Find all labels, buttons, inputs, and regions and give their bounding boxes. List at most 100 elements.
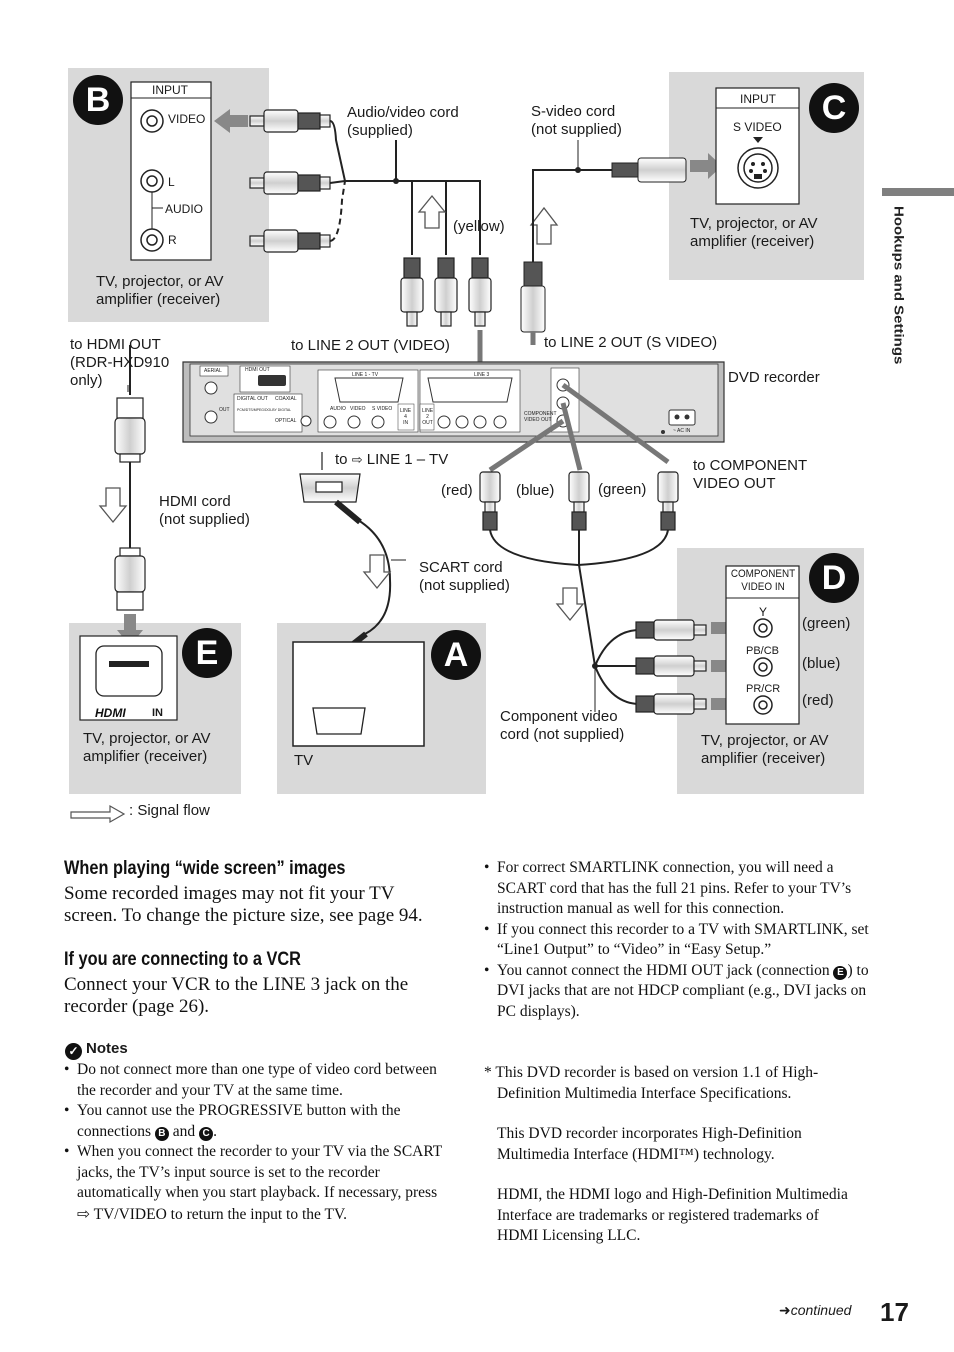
component-cord-label: Component video cord (not supplied) bbox=[500, 708, 625, 743]
continued-arrow-icon: ➜ bbox=[779, 1303, 791, 1319]
panel-b-device-label: TV, projector, or AV amplifier (receiver… bbox=[96, 273, 224, 308]
yellow-label: (yellow) bbox=[453, 218, 505, 235]
panel-a-tv-label: TV bbox=[294, 752, 314, 769]
footnote-2: This DVD recorder incorporates High-Defi… bbox=[497, 1124, 857, 1165]
footnote-1: * This DVD recorder is based on version … bbox=[484, 1063, 877, 1104]
to-line1-label: to ⇨ LINE 1 – TV bbox=[335, 451, 448, 469]
rp-audio-1: AUDIO bbox=[330, 406, 346, 412]
section-tab-label: Hookups and Settings bbox=[891, 206, 906, 365]
rp-pcm: PCM/DTS/MPEG/DOLBY DIGITAL bbox=[237, 408, 292, 412]
connection-badge-a: A bbox=[431, 630, 481, 680]
info-1-text: For correct SMARTLINK connection, you wi… bbox=[497, 859, 852, 917]
panel-b-l-label: L bbox=[168, 175, 175, 189]
panel-b-r-label: R bbox=[168, 233, 177, 247]
footnote-2-text: This DVD recorder incorporates High-Defi… bbox=[497, 1125, 802, 1163]
panel-d-pb-label: PB/CB bbox=[746, 645, 780, 657]
rp-line3: LINE 3 bbox=[474, 372, 490, 378]
panel-d-pr-label: PR/CR bbox=[746, 683, 781, 695]
signal-arrow-c bbox=[690, 153, 722, 179]
rp-ac-in: ~ AC IN bbox=[673, 428, 691, 434]
panel-c-input-title: INPUT bbox=[740, 92, 776, 106]
footnote-3-text: HDMI, the HDMI logo and High-Definition … bbox=[497, 1186, 848, 1244]
notes-heading: ✓Notes bbox=[65, 1040, 128, 1060]
signal-arrow-b bbox=[214, 109, 248, 133]
connection-badge-c: C bbox=[809, 83, 859, 133]
to-component-label: to COMPONENT VIDEO OUT bbox=[693, 457, 808, 492]
to-hdmi-out-label: to HDMI OUT (RDR-HXD910 only) bbox=[70, 336, 170, 389]
rp-component-out: COMPONENT VIDEO OUT bbox=[524, 411, 557, 423]
info-3-text-a: You cannot connect the HDMI OUT jack (co… bbox=[497, 961, 830, 979]
page-number: 17 bbox=[880, 1297, 909, 1327]
rp-out: OUT bbox=[219, 407, 230, 413]
input-select-icon: ⇨ bbox=[77, 1204, 90, 1223]
scart-plug-upper bbox=[299, 473, 362, 525]
rp-line1-tv: LINE 1 - TV bbox=[352, 372, 379, 378]
footnote-1-text: * This DVD recorder is based on version … bbox=[484, 1064, 819, 1102]
component-cord bbox=[489, 529, 669, 705]
panel-b-input-box bbox=[130, 81, 212, 261]
note-2-text-c: . bbox=[213, 1122, 217, 1140]
wide-screen-heading: When playing “wide screen” images bbox=[64, 858, 346, 879]
info-item: If you connect this recorder to a TV wit… bbox=[484, 920, 870, 961]
inline-badge-c: C bbox=[199, 1126, 214, 1141]
panel-d-component-title: COMPONENT VIDEO IN bbox=[730, 568, 796, 593]
rca-plugs-vertical bbox=[400, 257, 492, 327]
panel-a-tv-box bbox=[292, 641, 425, 747]
rca-plugs-b bbox=[249, 109, 331, 253]
section-tab-marker bbox=[882, 188, 954, 196]
panel-d-green-label: (green) bbox=[802, 615, 851, 632]
notes-icon: ✓ bbox=[65, 1043, 82, 1060]
panel-d-input-box bbox=[725, 565, 800, 725]
smartlink-list: For correct SMARTLINK connection, you wi… bbox=[484, 858, 870, 1022]
footnote-3: HDMI, the HDMI logo and High-Definition … bbox=[497, 1185, 857, 1247]
continued-text: continued bbox=[790, 1302, 852, 1318]
rp-line2-out: LINE 2 OUT bbox=[422, 408, 434, 426]
connection-badge-d: D bbox=[809, 553, 859, 603]
note-item: When you connect the recorder to your TV… bbox=[64, 1142, 449, 1225]
wide-screen-body: Some recorded images may not fit your TV… bbox=[64, 883, 423, 926]
to-line1-prefix: to bbox=[335, 451, 348, 468]
inline-badge-e: E bbox=[833, 965, 848, 980]
info-item: For correct SMARTLINK connection, you wi… bbox=[484, 858, 870, 920]
panel-e-hdmi-box: HDMI bbox=[79, 635, 178, 721]
rp-hdmi-out: HDMI OUT bbox=[245, 367, 270, 373]
panel-c-device-label: TV, projector, or AV amplifier (receiver… bbox=[690, 215, 818, 250]
note-2-text-b: and bbox=[172, 1122, 196, 1140]
component-cords-upper bbox=[488, 382, 670, 473]
line-input-icon: ⇨ bbox=[351, 452, 363, 467]
rp-optical: OPTICAL bbox=[275, 418, 297, 424]
rp-line4-in: LINE 4 IN bbox=[400, 408, 412, 426]
note-1-text: Do not connect more than one type of vid… bbox=[77, 1061, 437, 1099]
signal-flow-legend-arrow bbox=[70, 804, 126, 824]
blue-label: (blue) bbox=[516, 482, 555, 499]
rp-digital-out: DIGITAL OUT bbox=[237, 396, 268, 402]
panel-c-input-box bbox=[715, 87, 800, 205]
panel-b-input-title: INPUT bbox=[152, 83, 188, 97]
connection-badge-b: B bbox=[73, 75, 123, 125]
notes-list: Do not connect more than one type of vid… bbox=[64, 1060, 449, 1225]
component-plugs-lower bbox=[635, 619, 707, 715]
panel-d-device-label: TV, projector, or AV amplifier (receiver… bbox=[701, 732, 829, 767]
connection-diagram: HDMI bbox=[70, 81, 800, 824]
red-label: (red) bbox=[441, 482, 473, 499]
to-line2-video-label: to LINE 2 OUT (VIDEO) bbox=[291, 337, 450, 354]
dvd-recorder-rear-panel bbox=[182, 361, 725, 443]
vcr-heading: If you are connecting to a VCR bbox=[64, 949, 301, 970]
panel-b-video-label: VIDEO bbox=[168, 112, 206, 126]
notes-title: Notes bbox=[86, 1040, 128, 1057]
to-line2-svideo-label: to LINE 2 OUT (S VIDEO) bbox=[544, 334, 718, 351]
panel-d-y-label: Y bbox=[759, 605, 768, 619]
continued-marker: ➜continued bbox=[779, 1302, 851, 1319]
info-3-text-b: ) to DVI jacks that are not HDCP complia… bbox=[497, 961, 869, 1020]
panel-d-red-label: (red) bbox=[802, 692, 834, 709]
hdmi-cord-label: HDMI cord (not supplied) bbox=[159, 493, 250, 528]
connection-badge-e: E bbox=[182, 628, 232, 678]
scart-cord-label: SCART cord (not supplied) bbox=[419, 559, 510, 594]
signal-flow-legend: : Signal flow bbox=[129, 802, 210, 819]
component-plugs-upper bbox=[479, 471, 679, 531]
panel-c-svideo-label: S VIDEO bbox=[733, 120, 782, 134]
note-item: You cannot use the PROGRESSIVE button wi… bbox=[64, 1101, 449, 1142]
note-3-text-a: When you connect the recorder to your TV… bbox=[77, 1143, 442, 1201]
note-2-text-a: You cannot use the PROGRESSIVE button wi… bbox=[77, 1102, 401, 1140]
info-item: You cannot connect the HDMI OUT jack (co… bbox=[484, 961, 870, 1023]
